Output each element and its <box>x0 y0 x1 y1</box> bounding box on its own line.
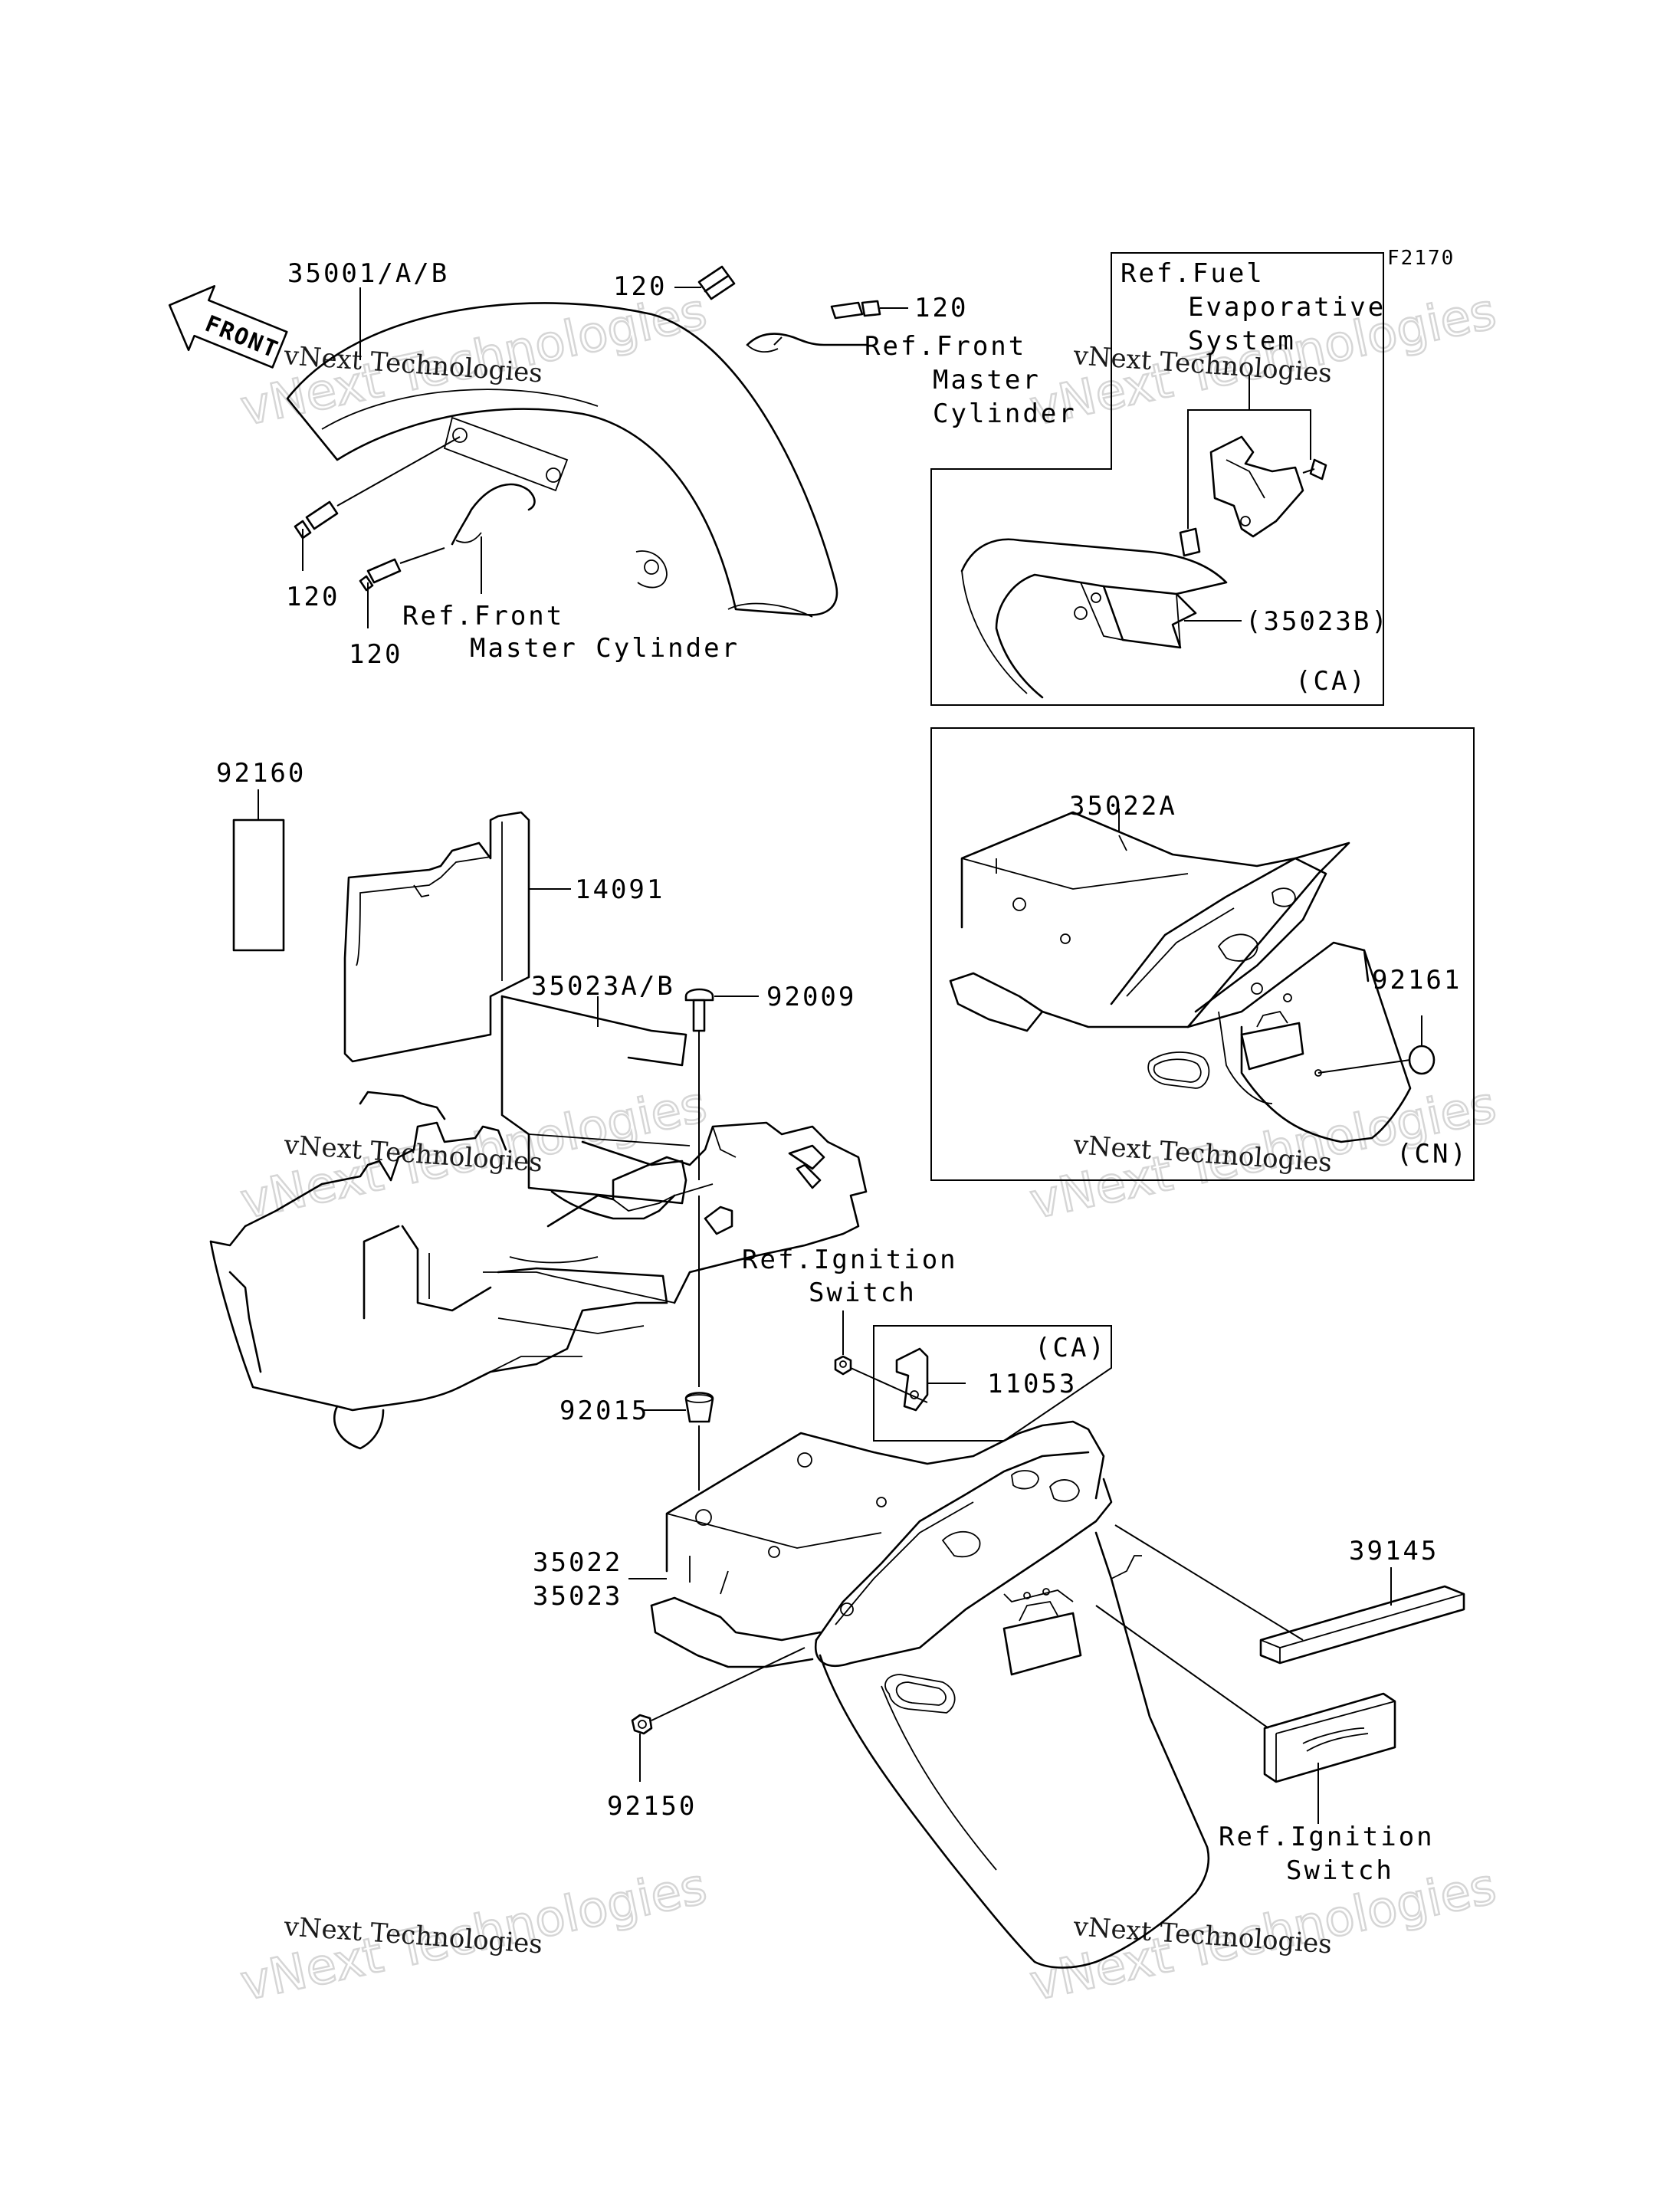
label-35001: 35001/A/B <box>287 258 449 289</box>
label-11053: 11053 <box>987 1369 1077 1399</box>
label-ref-ign-top-1: Ref.Ignition <box>742 1245 958 1275</box>
bracket-11053 <box>895 1347 966 1412</box>
label-14091: 14091 <box>575 874 664 905</box>
cap-92161 <box>1314 1015 1436 1077</box>
label-92160: 92160 <box>216 758 306 789</box>
label-92009: 92009 <box>766 982 856 1012</box>
sheet-92160 <box>232 789 285 952</box>
bolt-92150 <box>631 1647 806 1782</box>
label-ref-front-mc-bottom-2: Master Cylinder <box>470 633 740 664</box>
hose-clamp-top <box>746 333 868 353</box>
label-120-top2: 120 <box>914 293 968 323</box>
label-120-top1: 120 <box>613 271 667 302</box>
label-ref-fuel-3: System <box>1188 326 1296 356</box>
hose-clamp-bottom <box>451 483 536 594</box>
label-ca-top: (CA) <box>1295 666 1367 697</box>
label-92161: 92161 <box>1372 965 1462 996</box>
label-cn: (CN) <box>1396 1139 1468 1169</box>
evap-bracket <box>1179 435 1327 557</box>
label-ca-mid: (CA) <box>1035 1333 1107 1363</box>
label-ref-ign-top-2: Switch <box>809 1278 917 1308</box>
front-arrow-icon: FRONT <box>168 284 288 369</box>
grommet-92015 <box>644 1392 714 1491</box>
bolt-120-left1 <box>294 436 461 571</box>
evap-leader <box>1187 409 1311 529</box>
strip-39145 <box>1114 1524 1465 1665</box>
label-ref-front-mc-top-1: Ref.Front <box>865 331 1026 362</box>
label-35022a: 35022A <box>1069 791 1177 822</box>
bolt-120-top1 <box>674 265 736 300</box>
rear-fender-evap-part <box>960 538 1228 699</box>
label-39145: 39145 <box>1349 1536 1439 1566</box>
label-35022: 35022 <box>533 1547 622 1578</box>
emblem-plate <box>1095 1605 1396 1824</box>
bolt-120-top2 <box>830 300 908 320</box>
label-ref-front-mc-top-2: Master <box>933 365 1041 395</box>
nut-ignition <box>834 1310 928 1403</box>
label-ref-fuel-1: Ref.Fuel <box>1121 258 1265 289</box>
watermark-bottom-right: vNext Technologies vNext Technologies <box>1025 1857 1502 2012</box>
front-fender-part <box>286 302 838 618</box>
label-35023ab: 35023A/B <box>531 971 675 1002</box>
label-ref-fuel-2: Evaporative <box>1188 292 1386 323</box>
screw-92009 <box>684 988 759 1387</box>
cover-14091 <box>343 811 571 1063</box>
rear-frame-35022 <box>650 1420 1113 1668</box>
battery-case-35023ab <box>209 995 691 1450</box>
label-ref-front-mc-bottom-1: Ref.Front <box>402 601 564 631</box>
label-120-left1: 120 <box>286 582 340 612</box>
figure-code: F2170 <box>1387 247 1455 270</box>
evap-detail-box <box>930 252 1384 706</box>
label-ref-ign-bottom-2: Switch <box>1286 1855 1394 1886</box>
label-92150: 92150 <box>607 1791 697 1822</box>
ca-mid-box <box>873 1325 1112 1442</box>
label-35023: 35023 <box>533 1581 622 1612</box>
watermark-top-left: vNext Technologies vNext Technologies <box>235 282 713 438</box>
label-92015: 92015 <box>559 1396 649 1426</box>
watermark-bottom-left: vNext Technologies vNext Technologies <box>235 1857 713 2012</box>
label-35023b: (35023B) <box>1245 606 1390 637</box>
label-ref-ign-bottom-1: Ref.Ignition <box>1219 1822 1435 1852</box>
rear-frame-35022a <box>949 811 1412 1143</box>
cn-detail-box <box>930 727 1475 1181</box>
label-120-left2: 120 <box>349 639 402 670</box>
battery-frame <box>483 1121 868 1373</box>
label-ref-front-mc-top-3: Cylinder <box>933 399 1077 429</box>
bolt-120-left2 <box>359 547 445 628</box>
rear-fender-part <box>819 1531 1210 1969</box>
